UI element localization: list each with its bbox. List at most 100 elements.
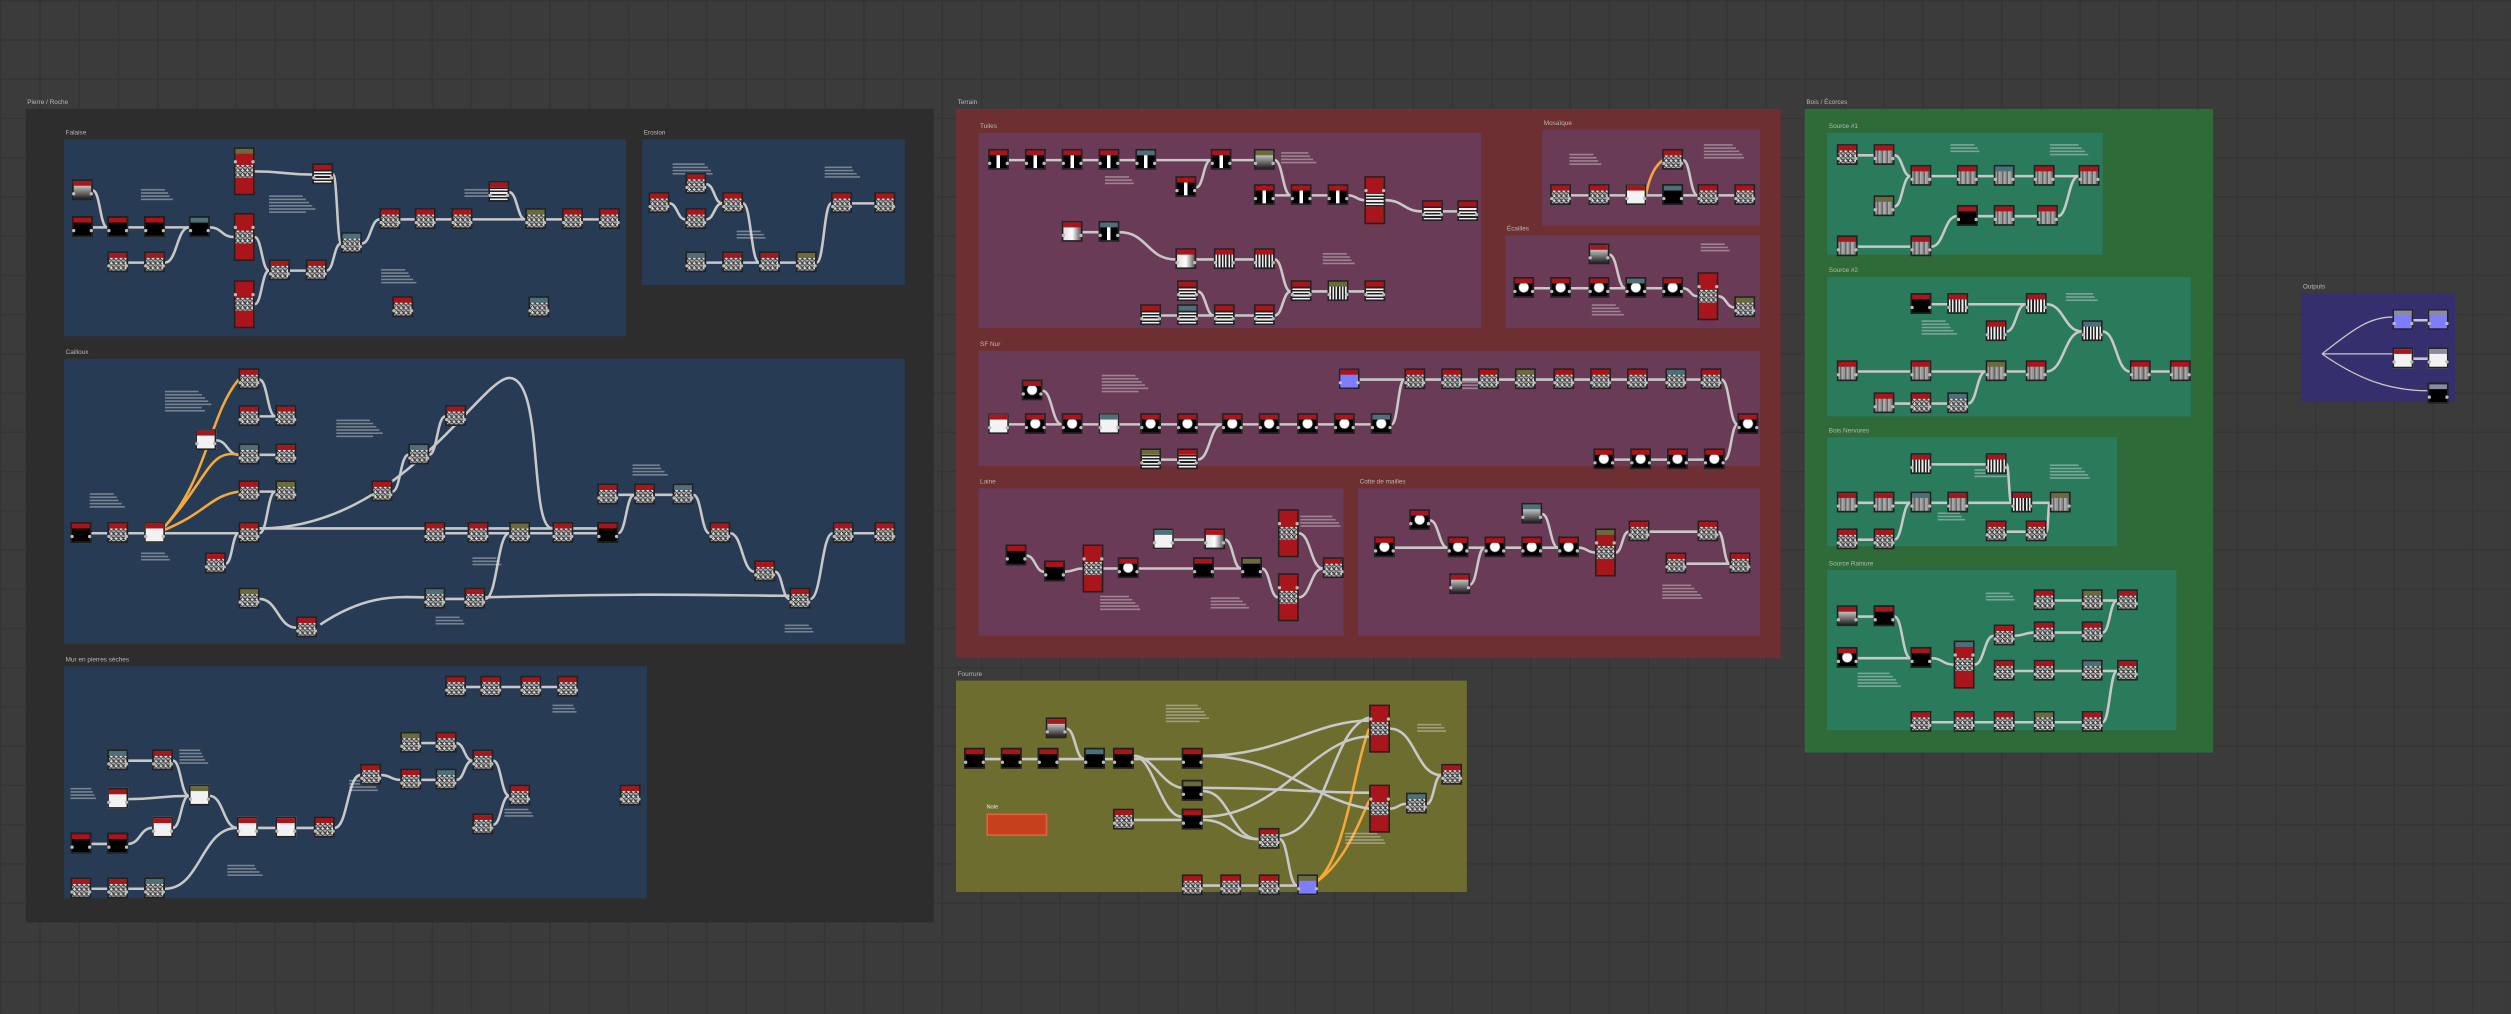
graph-node[interactable] bbox=[1364, 280, 1386, 302]
graph-node[interactable] bbox=[1985, 320, 2007, 342]
node-port[interactable] bbox=[1910, 248, 1914, 251]
graph-node[interactable] bbox=[1258, 874, 1280, 896]
node-port[interactable] bbox=[1910, 373, 1914, 376]
note-box[interactable] bbox=[986, 813, 1048, 836]
node-port[interactable] bbox=[453, 744, 457, 748]
graph-node[interactable] bbox=[1290, 184, 1312, 205]
node-port[interactable] bbox=[1272, 317, 1275, 320]
node-port[interactable] bbox=[615, 496, 619, 499]
graph-node[interactable] bbox=[1210, 148, 1232, 170]
node-port[interactable] bbox=[1112, 760, 1116, 764]
node-port[interactable] bbox=[1098, 233, 1102, 237]
wire[interactable] bbox=[1389, 802, 1407, 810]
wire[interactable] bbox=[617, 493, 635, 535]
node-port[interactable] bbox=[2100, 602, 2103, 605]
node-port[interactable] bbox=[1195, 293, 1198, 296]
node-port[interactable] bbox=[1467, 586, 1471, 589]
comment-block[interactable] bbox=[1101, 374, 1150, 394]
wire[interactable] bbox=[2045, 501, 2052, 533]
wire[interactable] bbox=[1541, 512, 1559, 549]
node-port[interactable] bbox=[1665, 381, 1669, 384]
node-port[interactable] bbox=[1039, 392, 1043, 395]
comment-block[interactable] bbox=[1345, 832, 1390, 846]
node-port[interactable] bbox=[2033, 672, 2037, 676]
wire[interactable] bbox=[258, 490, 277, 535]
graph-node[interactable] bbox=[1258, 413, 1280, 434]
graph-node[interactable] bbox=[144, 522, 165, 543]
comment-block[interactable] bbox=[435, 616, 471, 627]
node-port[interactable] bbox=[964, 760, 967, 764]
graph-node[interactable] bbox=[1406, 792, 1427, 814]
node-port[interactable] bbox=[1006, 161, 1009, 165]
comment-block[interactable] bbox=[2049, 464, 2092, 480]
node-port[interactable] bbox=[1553, 381, 1556, 384]
graph-node[interactable] bbox=[1193, 557, 1214, 579]
graph-node[interactable] bbox=[2427, 382, 2449, 404]
graph-node[interactable] bbox=[472, 749, 494, 771]
node-port[interactable] bbox=[410, 309, 414, 312]
graph-node[interactable] bbox=[1369, 704, 1391, 753]
node-port[interactable] bbox=[982, 760, 985, 764]
node-port[interactable] bbox=[1576, 549, 1579, 552]
node-port[interactable] bbox=[1441, 776, 1444, 780]
node-port[interactable] bbox=[1611, 461, 1615, 464]
node-port[interactable] bbox=[1588, 289, 1592, 293]
node-port[interactable] bbox=[1422, 381, 1426, 384]
node-port[interactable] bbox=[1131, 760, 1134, 764]
node-port[interactable] bbox=[2081, 634, 2085, 637]
node-port[interactable] bbox=[287, 272, 290, 275]
wire[interactable] bbox=[1261, 567, 1279, 599]
graph-node[interactable] bbox=[1667, 448, 1688, 470]
graph-node[interactable] bbox=[144, 877, 165, 899]
wire[interactable] bbox=[1894, 154, 1911, 178]
wire[interactable] bbox=[1469, 546, 1486, 586]
node-port[interactable] bbox=[125, 229, 129, 232]
node-port[interactable] bbox=[666, 204, 670, 208]
comment-block[interactable] bbox=[164, 390, 213, 413]
graph-node[interactable] bbox=[275, 405, 297, 426]
graph-node[interactable] bbox=[1322, 557, 1344, 579]
node-port[interactable] bbox=[144, 264, 147, 267]
comment-block[interactable] bbox=[1100, 595, 1142, 612]
node-port[interactable] bbox=[1253, 196, 1257, 200]
graph-node[interactable] bbox=[2011, 491, 2033, 513]
node-port[interactable] bbox=[1910, 723, 1914, 727]
graph-node[interactable] bbox=[520, 675, 542, 697]
comment-block[interactable] bbox=[472, 557, 507, 567]
graph-node[interactable] bbox=[144, 251, 165, 273]
graph-node[interactable] bbox=[685, 208, 707, 230]
graph-node[interactable] bbox=[1947, 392, 1969, 414]
graph-node[interactable] bbox=[2081, 659, 2103, 681]
node-port[interactable] bbox=[392, 309, 395, 312]
node-port[interactable] bbox=[1098, 161, 1102, 165]
node-port[interactable] bbox=[1136, 570, 1139, 573]
graph-node[interactable] bbox=[1836, 605, 1858, 627]
node-port[interactable] bbox=[2025, 533, 2029, 536]
node-port[interactable] bbox=[1928, 659, 1932, 663]
node-port[interactable] bbox=[1627, 381, 1630, 384]
graph-node[interactable] bbox=[874, 522, 896, 543]
wire[interactable] bbox=[2046, 302, 2083, 333]
node-port[interactable] bbox=[1722, 461, 1725, 464]
graph-node[interactable] bbox=[371, 480, 393, 502]
node-port[interactable] bbox=[1588, 196, 1592, 200]
graph-node[interactable] bbox=[2036, 204, 2058, 226]
node-port[interactable] bbox=[1521, 515, 1524, 519]
node-port[interactable] bbox=[314, 629, 318, 632]
node-port[interactable] bbox=[170, 762, 173, 765]
graph-node[interactable] bbox=[1953, 640, 1975, 689]
node-port[interactable] bbox=[293, 829, 297, 833]
wire[interactable] bbox=[1429, 519, 1449, 549]
node-port[interactable] bbox=[1697, 196, 1701, 200]
graph-node[interactable] bbox=[1729, 552, 1751, 574]
wire[interactable] bbox=[2102, 330, 2131, 373]
node-port[interactable] bbox=[2081, 723, 2085, 727]
node-port[interactable] bbox=[690, 496, 694, 499]
node-port[interactable] bbox=[1985, 466, 1989, 469]
graph-node[interactable] bbox=[152, 749, 173, 771]
comment-block[interactable] bbox=[824, 166, 863, 180]
graph-node[interactable] bbox=[2025, 360, 2047, 382]
graph-node[interactable] bbox=[296, 616, 318, 638]
node-port[interactable] bbox=[70, 845, 74, 849]
graph-node[interactable] bbox=[1947, 293, 1969, 314]
